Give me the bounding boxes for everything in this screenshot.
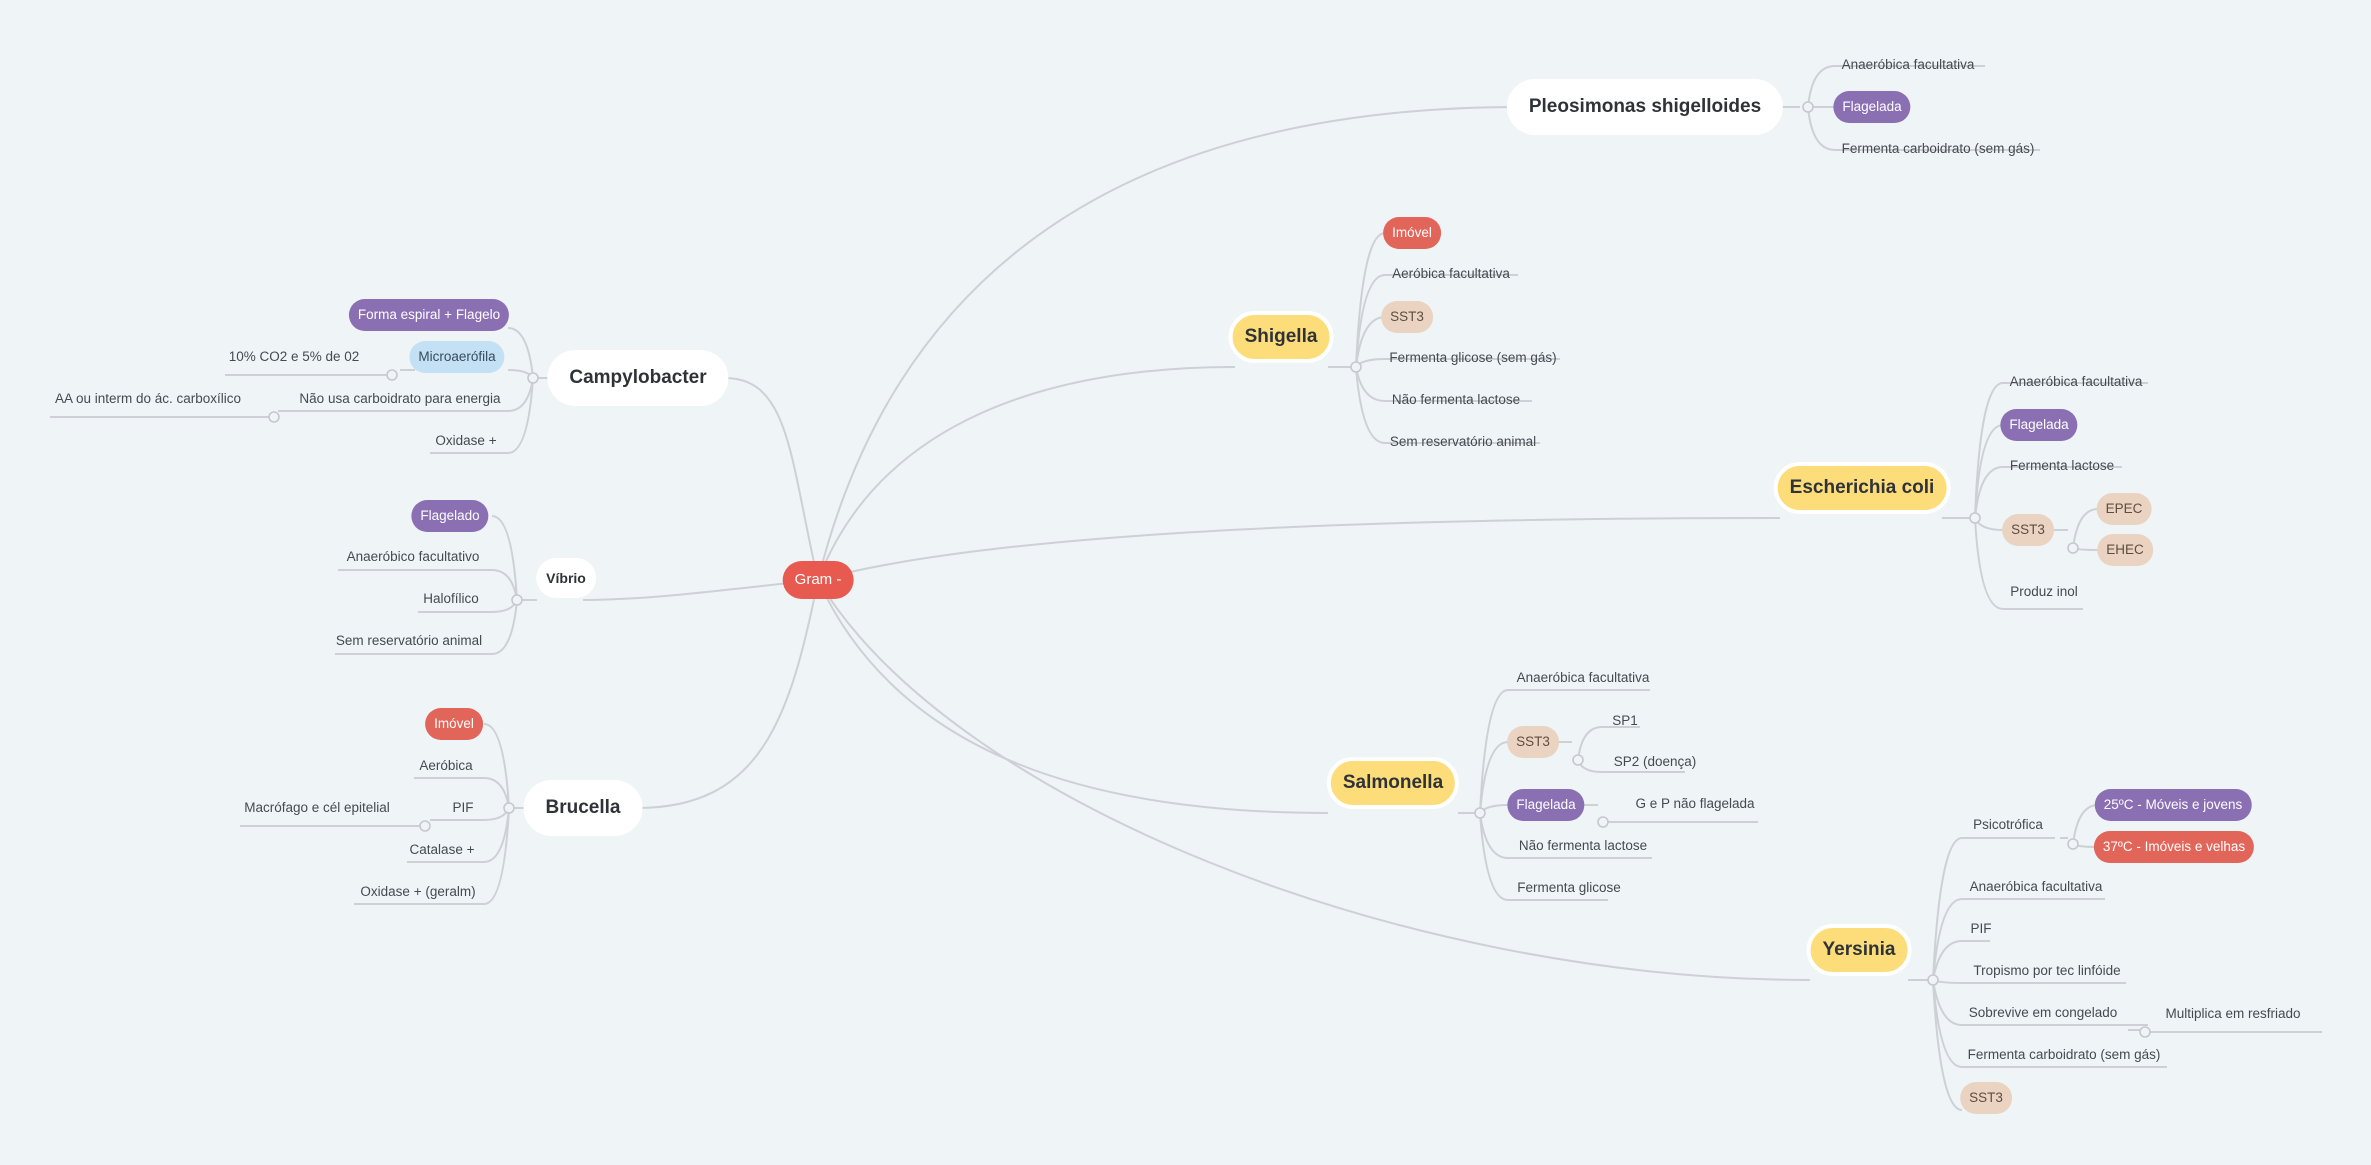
salmonella-leaf[interactable]: Não fermenta lactose xyxy=(1518,838,1648,853)
ecoli-pill[interactable]: SST3 xyxy=(2002,514,2054,546)
topic-vibrio[interactable]: Víbrio xyxy=(536,558,596,598)
topic-campylobacter[interactable]: Campylobacter xyxy=(547,350,729,406)
shigella-leaf[interactable]: Sem reservatório animal xyxy=(1389,434,1537,449)
brucella-leaf[interactable]: Oxidase + (geralm) xyxy=(360,884,476,899)
campylobacter-leaf[interactable]: 10% CO2 e 5% de 02 xyxy=(228,349,360,364)
root-node-gram-negative[interactable]: Gram - xyxy=(782,561,854,599)
topic-escherichia-coli[interactable]: Escherichia coli xyxy=(1773,462,1951,514)
ecoli-pill[interactable]: EPEC xyxy=(2096,493,2152,525)
shigella-pill[interactable]: Imóvel xyxy=(1383,217,1441,249)
pleo-pill[interactable]: Flagelada xyxy=(1833,91,1911,123)
campylobacter-pill[interactable]: Forma espiral + Flagelo xyxy=(348,299,510,331)
salmonella-pill[interactable]: Flagelada xyxy=(1507,789,1585,821)
brucella-leaf[interactable]: Macrófago e cél epitelial xyxy=(244,800,390,815)
salmonella-leaf[interactable]: Anaeróbica facultativa xyxy=(1516,670,1650,685)
yersinia-leaf[interactable]: Fermenta carboidrato (sem gás) xyxy=(1967,1047,2161,1062)
ecoli-leaf[interactable]: Produz inol xyxy=(2010,584,2078,599)
yersinia-leaf[interactable]: Tropismo por tec linfóide xyxy=(1973,963,2121,978)
yersinia-leaf[interactable]: Psicotrófica xyxy=(1973,817,2043,832)
topic-brucella[interactable]: Brucella xyxy=(523,780,643,836)
shigella-pill[interactable]: SST3 xyxy=(1381,301,1433,333)
ecoli-pill[interactable]: Flagelada xyxy=(2000,409,2078,441)
brucella-leaf[interactable]: PIF xyxy=(452,800,474,815)
pleo-leaf[interactable]: Fermenta carboidrato (sem gás) xyxy=(1841,141,2035,156)
salmonella-leaf[interactable]: SP2 (doença) xyxy=(1613,754,1697,769)
topic-pleosimonas[interactable]: Pleosimonas shigelloides xyxy=(1506,79,1784,135)
ecoli-leaf[interactable]: Fermenta lactose xyxy=(2009,458,2115,473)
topic-salmonella[interactable]: Salmonella xyxy=(1326,757,1460,809)
campylobacter-leaf[interactable]: Não usa carboidrato para energia xyxy=(299,391,501,406)
salmonella-leaf[interactable]: G e P não flagelada xyxy=(1635,796,1755,811)
yersinia-leaf[interactable]: Anaeróbica facultativa xyxy=(1969,879,2103,894)
salmonella-leaf[interactable]: Fermenta glicose xyxy=(1517,880,1621,895)
yersinia-pill[interactable]: 37ºC - Imóveis e velhas xyxy=(2093,831,2255,863)
yersinia-leaf[interactable]: Multiplica em resfriado xyxy=(2165,1006,2301,1021)
pleo-leaf[interactable]: Anaeróbica facultativa xyxy=(1841,57,1975,72)
shigella-leaf[interactable]: Não fermenta lactose xyxy=(1391,392,1521,407)
campylobacter-leaf[interactable]: AA ou interm do ác. carboxílico xyxy=(54,391,242,406)
ecoli-leaf[interactable]: Anaeróbica facultativa xyxy=(2009,374,2143,389)
shigella-leaf[interactable]: Fermenta glicose (sem gás) xyxy=(1389,350,1557,365)
yersinia-leaf[interactable]: PIF xyxy=(1970,921,1992,936)
brucella-leaf[interactable]: Aeróbica xyxy=(419,758,473,773)
vibrio-leaf[interactable]: Anaeróbico facultativo xyxy=(346,549,480,564)
campylobacter-leaf[interactable]: Oxidase + xyxy=(435,433,497,448)
brucella-pill[interactable]: Imóvel xyxy=(425,708,483,740)
salmonella-pill[interactable]: SST3 xyxy=(1507,726,1559,758)
vibrio-leaf[interactable]: Halofílico xyxy=(423,591,479,606)
salmonella-leaf[interactable]: SP1 xyxy=(1612,713,1638,728)
topic-shigella[interactable]: Shigella xyxy=(1228,311,1334,363)
ecoli-pill[interactable]: EHEC xyxy=(2097,534,2153,566)
topic-yersinia[interactable]: Yersinia xyxy=(1806,924,1912,976)
shigella-leaf[interactable]: Aeróbica facultativa xyxy=(1392,266,1510,281)
brucella-leaf[interactable]: Catalase + xyxy=(409,842,475,857)
campylobacter-pill[interactable]: Microaerófila xyxy=(409,341,505,373)
yersinia-pill[interactable]: SST3 xyxy=(1960,1082,2012,1114)
yersinia-pill[interactable]: 25ºC - Móveis e jovens xyxy=(2094,789,2252,821)
vibrio-pill[interactable]: Flagelado xyxy=(411,500,489,532)
vibrio-leaf[interactable]: Sem reservatório animal xyxy=(335,633,483,648)
yersinia-leaf[interactable]: Sobrevive em congelado xyxy=(1968,1005,2118,1020)
